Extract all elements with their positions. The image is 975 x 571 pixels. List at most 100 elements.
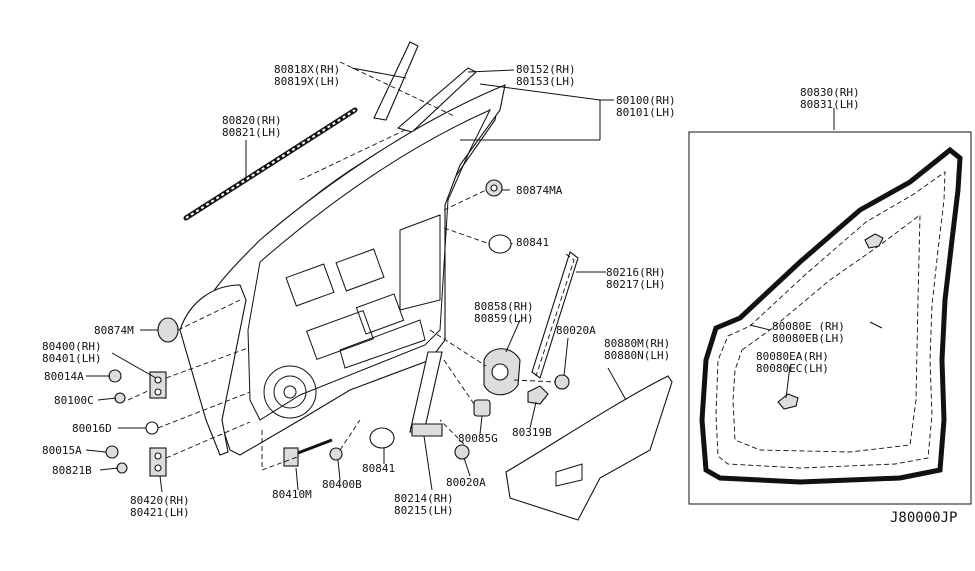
label-line: 80410M — [272, 488, 312, 501]
motor-bracket — [473, 399, 491, 417]
callout-80858: 80858(RH) 80859(LH) — [474, 300, 534, 325]
door-finisher-panel — [505, 375, 673, 521]
callout-80085g: 80085G — [458, 432, 498, 445]
callout-80820: 80820(RH) 80821(LH) — [222, 114, 282, 139]
callout-80016d: 80016D — [72, 422, 112, 435]
grommet-80874ma — [485, 179, 503, 197]
grommet-80874m — [157, 317, 179, 343]
label-line: 80400(RH) — [42, 340, 102, 353]
label-line: 80874M — [94, 324, 134, 337]
callout-80100c: 80100C — [54, 394, 94, 407]
label-line: 80080EA(RH) — [756, 350, 829, 363]
upper-hinge — [149, 371, 167, 399]
label-line: 80020A — [446, 476, 486, 489]
label-line: 80100(RH) — [616, 94, 676, 107]
seal-clip-lower — [777, 393, 799, 410]
label-line: 80880N(LH) — [604, 349, 670, 362]
label-line: 80831(LH) — [800, 98, 860, 111]
bolt-80014a — [108, 369, 122, 383]
label-line: 80015A — [42, 444, 82, 457]
callout-80214: 80214(RH) 80215(LH) — [394, 492, 454, 517]
seal-clip — [864, 233, 884, 249]
callout-80020a-upper: 80020A — [556, 324, 596, 337]
door-side-panel — [179, 284, 247, 456]
seal-plug-80841-lower — [369, 427, 395, 449]
label-line: 80215(LH) — [394, 504, 454, 517]
label-line: 80152(RH) — [516, 63, 576, 76]
callout-80880: 80880M(RH) 80880N(LH) — [604, 337, 670, 362]
label-line: 80821(LH) — [222, 126, 282, 139]
callout-80841-upper: 80841 — [516, 236, 549, 249]
weatherstrip-detail-box — [688, 131, 972, 505]
regulator-motor — [483, 348, 521, 396]
callout-80080ea: 80080EA(RH) 80080EC(LH) — [756, 350, 829, 375]
lower-hinge — [149, 447, 167, 477]
callout-80400: 80400(RH) 80401(LH) — [42, 340, 102, 365]
callout-80014a: 80014A — [44, 370, 84, 383]
sash-garnish — [373, 41, 419, 121]
seal-plug-80841 — [488, 234, 512, 254]
callout-80080e: 80080E (RH) 80080EB(LH) — [772, 320, 845, 345]
label-line: 80214(RH) — [394, 492, 454, 505]
label-line: 80016D — [72, 422, 112, 435]
callout-80874m: 80874M — [94, 324, 134, 337]
label-line: 80820(RH) — [222, 114, 282, 127]
label-line: 80880M(RH) — [604, 337, 670, 350]
label-line: 80080EB(LH) — [772, 332, 845, 345]
label-line: 80401(LH) — [42, 352, 102, 365]
speaker-opening — [263, 365, 317, 419]
callout-80874ma: 80874MA — [516, 184, 563, 197]
label-line: 80080E (RH) — [772, 320, 845, 333]
assembly-guide-lines — [127, 61, 557, 471]
bolt-80020a-lower — [454, 444, 470, 460]
callout-80400b: 80400B — [322, 478, 362, 491]
bolt-80016d — [145, 421, 159, 435]
callout-80841-lower: 80841 — [362, 462, 395, 475]
nut-80100c — [114, 392, 126, 404]
bolt-80015a — [105, 445, 119, 459]
regulator-rail-rear — [531, 251, 579, 379]
label-line: 80421(LH) — [130, 506, 190, 519]
clip-80319b — [527, 385, 549, 405]
leader-lines — [85, 67, 883, 493]
callout-80020a-lower: 80020A — [446, 476, 486, 489]
label-line: 80400B — [322, 478, 362, 491]
callout-80100: 80100(RH) 80101(LH) — [616, 94, 676, 119]
label-line: 80153(LH) — [516, 75, 576, 88]
label-line: 80085G — [458, 432, 498, 445]
callout-80830: 80830(RH) 80831(LH) — [800, 86, 860, 111]
door-shell — [195, 84, 506, 456]
label-line: 80821B — [52, 464, 92, 477]
label-line: 80841 — [516, 236, 549, 249]
label-line: 80874MA — [516, 184, 563, 197]
label-line: 80217(LH) — [606, 278, 666, 291]
callout-80420: 80420(RH) 80421(LH) — [130, 494, 190, 519]
callout-80818: 80818X(RH) 80819X(LH) — [274, 63, 340, 88]
label-line: 80841 — [362, 462, 395, 475]
bolt-80400b — [329, 447, 343, 461]
door-moulding-strip — [183, 107, 358, 221]
nut-80821b — [116, 462, 128, 474]
callout-80216: 80216(RH) 80217(LH) — [606, 266, 666, 291]
diagram-id: J80000JP — [890, 510, 957, 526]
callout-80015a: 80015A — [42, 444, 82, 457]
door-check-link — [283, 438, 333, 467]
label-line: 80818X(RH) — [274, 63, 340, 76]
callout-80319b: 80319B — [512, 426, 552, 439]
label-line: 80014A — [44, 370, 84, 383]
callout-80410m: 80410M — [272, 488, 312, 501]
label-line: 80830(RH) — [800, 86, 860, 99]
label-line: 80858(RH) — [474, 300, 534, 313]
door-weatherstrip-seal — [699, 146, 963, 485]
label-line: 80819X(LH) — [274, 75, 340, 88]
label-line: 80080EC(LH) — [756, 362, 829, 375]
label-line: 80319B — [512, 426, 552, 439]
bolt-80020a — [554, 374, 570, 390]
label-line: 80101(LH) — [616, 106, 676, 119]
label-line: 80020A — [556, 324, 596, 337]
label-line: 80216(RH) — [606, 266, 666, 279]
callout-80152: 80152(RH) 80153(LH) — [516, 63, 576, 88]
label-line: 80100C — [54, 394, 94, 407]
